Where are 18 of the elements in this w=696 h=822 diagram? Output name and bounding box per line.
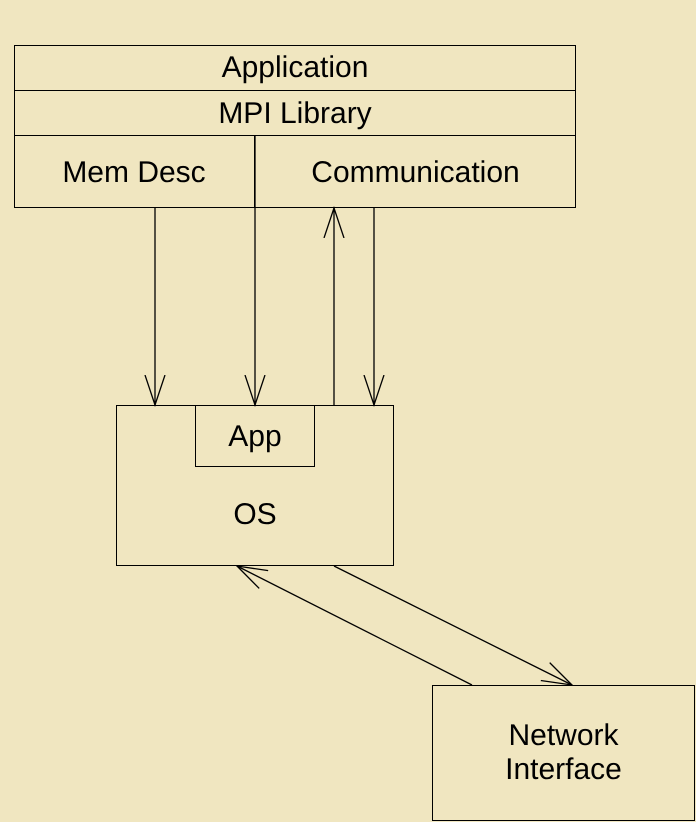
stack-box [14, 45, 576, 208]
node-label: Mem Desc [62, 154, 206, 190]
app-box [195, 406, 315, 467]
layer-box [14, 135, 255, 208]
arrow [244, 135, 266, 406]
arrow [323, 207, 345, 405]
node-label: Application [222, 50, 368, 86]
node-label: MPI Library [218, 96, 372, 132]
node-label: OS [233, 497, 277, 533]
node-label: Communication [311, 154, 520, 190]
arrow [236, 565, 472, 686]
network-interface-box [432, 685, 695, 821]
arrow [144, 208, 166, 406]
arrow [363, 208, 385, 406]
arrow [334, 565, 573, 686]
node-label: Network Interface [504, 719, 623, 787]
os-box [116, 405, 394, 566]
node-label: App [228, 418, 282, 454]
